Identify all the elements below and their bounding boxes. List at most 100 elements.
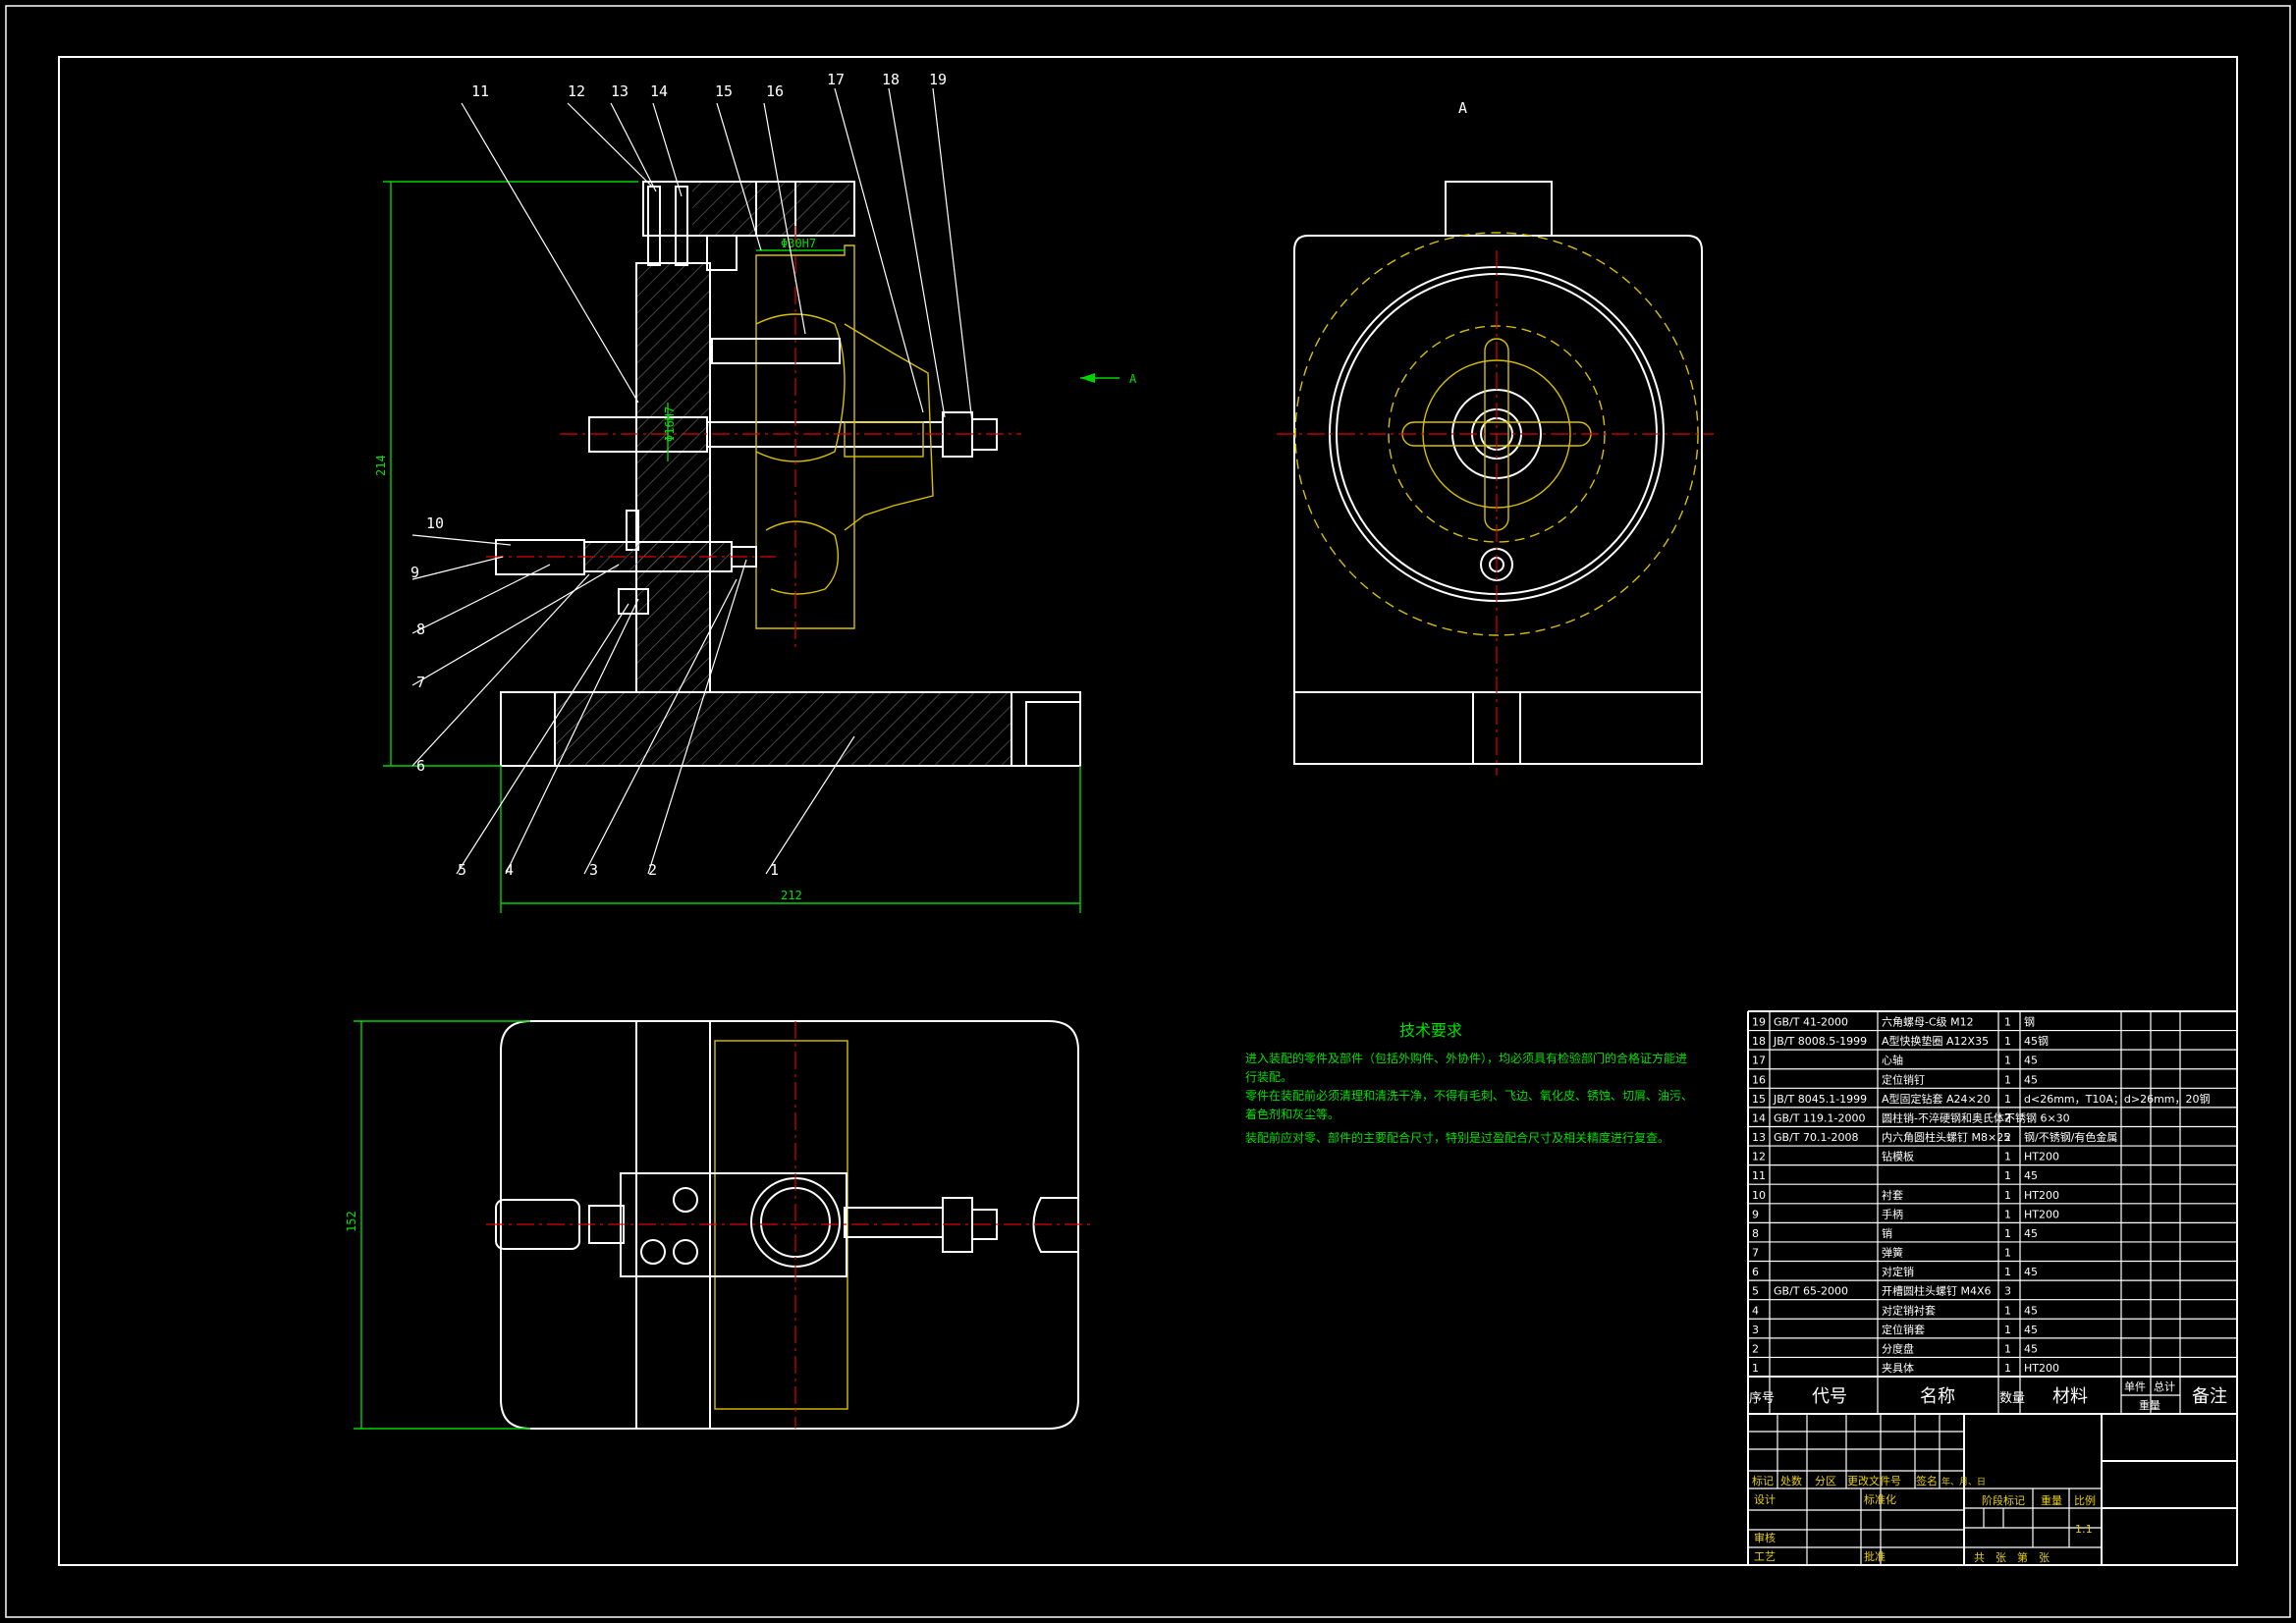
balloon-17: 17	[827, 71, 845, 88]
bom-cell-mat: 钢/不锈钢/有色金属	[2024, 1130, 2117, 1144]
dimension-width: 212	[781, 889, 802, 902]
balloon-5: 5	[458, 861, 466, 879]
bom-cell-name: A型固定钻套 A24×20	[1882, 1092, 1991, 1106]
bom-cell-no: 14	[1752, 1111, 1766, 1124]
bom-cell-no: 2	[1752, 1342, 1759, 1355]
bom-cell-mat: 钢	[2024, 1016, 2035, 1029]
bom-cell-qty: 1	[2004, 1304, 2011, 1317]
bom-cell-name: 定位销套	[1882, 1323, 1925, 1336]
bom-cell-no: 10	[1752, 1189, 1766, 1202]
bom-cell-mat: HT200	[2024, 1151, 2059, 1163]
bom-cell-qty: 1	[2004, 1324, 2011, 1336]
bom-cell-no: 7	[1752, 1247, 1759, 1260]
part-leaders	[411, 87, 973, 875]
bom-cell-no: 5	[1752, 1285, 1759, 1298]
bom-cell-name: 对定销	[1882, 1265, 1914, 1278]
balloon-12: 12	[568, 82, 585, 100]
balloon-13: 13	[611, 82, 629, 100]
bom-cell-no: 12	[1752, 1151, 1766, 1163]
bom-cell-no: 1	[1752, 1362, 1759, 1375]
balloon-9: 9	[410, 564, 419, 581]
bom-cell-name: 弹簧	[1882, 1246, 1903, 1260]
bom-cell-name: 钻模板	[1882, 1150, 1914, 1163]
bom-cell-no: 8	[1752, 1227, 1759, 1240]
bom-cell-qty: 3	[2004, 1285, 2011, 1298]
bom-cell-mat: 45	[2024, 1266, 2038, 1278]
bom-cell-name: 对定销衬套	[1882, 1303, 1936, 1317]
tb-scale: 比例	[2074, 1493, 2096, 1507]
bom-cell-qty: 1	[2004, 1189, 2011, 1202]
bom-header-qty: 数量	[1999, 1391, 2025, 1406]
bom-cell-no: 16	[1752, 1073, 1766, 1086]
bom-cell-mat: HT200	[2024, 1208, 2059, 1220]
tb-approve: 批准	[1864, 1549, 1886, 1563]
balloon-15: 15	[715, 82, 733, 100]
bom-cell-qty: 1	[2004, 1073, 2011, 1086]
balloon-4: 4	[505, 861, 514, 879]
bom-cell-qty: 1	[2004, 1342, 2011, 1355]
bom-cell-mat: 45	[2024, 1169, 2038, 1182]
tb-weight: 重量	[2041, 1493, 2062, 1507]
bom-cell-code: GB/T 70.1-2008	[1774, 1131, 1858, 1144]
bom-cell-qty: 1	[2004, 1227, 2011, 1240]
bom-cell-name: 六角螺母-C级 M12	[1882, 1016, 1974, 1029]
bom-cell-no: 3	[1752, 1324, 1759, 1336]
sheet-inner-border	[58, 56, 2238, 1566]
tb-date: 年、月、日	[1941, 1476, 1986, 1488]
tb-zone: 分区	[1815, 1475, 1836, 1488]
tb-standard: 标准化	[1864, 1492, 1896, 1506]
section-arrow-label: A	[1129, 372, 1137, 386]
bom-cell-no: 19	[1752, 1016, 1766, 1029]
balloon-10: 10	[426, 514, 444, 532]
bom-cell-mat: d<26mm，T10A；d>26mm，20钢	[2024, 1093, 2211, 1106]
bom-cell-no: 6	[1752, 1266, 1759, 1278]
tb-process: 工艺	[1754, 1550, 1776, 1563]
balloon-6: 6	[416, 757, 425, 775]
bom-cell-mat: 45	[2024, 1342, 2038, 1355]
bom-cell-qty: 2	[2004, 1131, 2011, 1144]
bom-cell-name: 夹具体	[1882, 1361, 1914, 1375]
bom-header-no: 序号	[1749, 1391, 1775, 1406]
bom-cell-code: GB/T 119.1-2000	[1774, 1111, 1865, 1124]
dimension-bore-2: Φ16H7	[663, 406, 677, 442]
bom-cell-mat: 45	[2024, 1304, 2038, 1317]
balloon-1: 1	[770, 861, 779, 879]
dimension-height: 214	[374, 455, 388, 476]
bom-header-name: 名称	[1920, 1386, 1955, 1407]
tb-review: 审核	[1754, 1531, 1776, 1544]
technical-requirements: 技术要求 进入装配的零件及部件（包括外购件、外协件），均必须具有检验部门的合格证…	[1245, 1021, 1693, 1145]
bom-cell-mat: HT200	[2024, 1189, 2059, 1202]
tb-mark: 标记	[1752, 1474, 1774, 1488]
bom-cell-name: 圆柱销-不淬硬钢和奥氏体不锈钢 6×30	[1882, 1110, 2070, 1124]
tb-sheets: 共 张 第 张	[1974, 1550, 2050, 1564]
tech-req-title: 技术要求	[1399, 1021, 1462, 1040]
balloon-7: 7	[416, 674, 425, 691]
tb-sign: 签名	[1916, 1474, 1938, 1488]
tech-req-line-4: 着色剂和灰尘等。	[1245, 1107, 1339, 1121]
bom-cell-qty: 1	[2004, 1035, 2011, 1048]
bom-cell-mat: 45	[2024, 1055, 2038, 1067]
bom-cell-mat: 45	[2024, 1227, 2038, 1240]
balloon-14: 14	[650, 82, 668, 100]
bom-cell-mat: 45	[2024, 1073, 2038, 1086]
bom-cell-name: 内六角圆柱头螺钉 M8×25	[1882, 1130, 2010, 1144]
bom-cell-qty: 1	[2004, 1266, 2011, 1278]
balloon-8: 8	[416, 621, 425, 638]
bom-cell-name: 心轴	[1882, 1054, 1903, 1067]
bom-cell-no: 17	[1752, 1055, 1766, 1067]
front-section-view: 214 212 Φ30H7 Φ16H7 A	[374, 181, 1137, 913]
sheet-outer-border	[5, 5, 2291, 1618]
bom-cell-code: GB/T 65-2000	[1774, 1285, 1848, 1298]
tb-scale-value: 1:1	[2075, 1523, 2093, 1536]
view-a: A	[1277, 99, 1714, 776]
bom-cell-qty: 1	[2004, 1055, 2011, 1067]
bom-cell-name: 定位销钉	[1882, 1072, 1925, 1086]
bom-header-unit-weight: 单件	[2124, 1380, 2146, 1393]
part-balloons: 11 12 13 14 15 16 17 18 19 10 9 8 7 6 5 …	[410, 71, 947, 879]
bom-cell-name: 分度盘	[1882, 1341, 1914, 1355]
bom-cell-mat: 45	[2024, 1324, 2038, 1336]
balloon-16: 16	[766, 82, 784, 100]
tech-req-line-1: 进入装配的零件及部件（包括外购件、外协件），均必须具有检验部门的合格证方能进	[1245, 1051, 1687, 1065]
balloon-19: 19	[929, 71, 947, 88]
